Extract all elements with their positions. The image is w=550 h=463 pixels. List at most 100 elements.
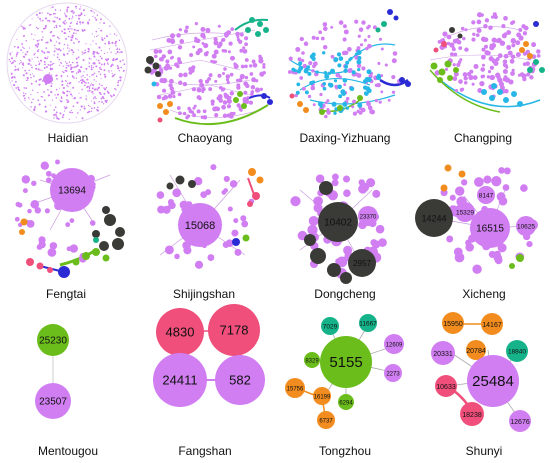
network-node [53,117,55,119]
network-node [37,27,39,30]
network-node [109,25,111,27]
network-node [79,109,81,111]
network-node [41,80,44,82]
network-node [58,42,61,45]
network-node [236,37,241,42]
network-node [105,35,109,38]
network-node [55,74,57,77]
network-node [327,71,331,75]
panel-label-haidian: Haidian [48,131,89,145]
network-node [43,51,46,54]
network-node [473,63,479,70]
node-18238 [460,402,484,426]
network-node [51,14,53,16]
network-node [342,37,347,42]
network-node [111,41,114,44]
network-node [338,20,344,25]
network-node [456,38,460,42]
network-node [100,93,102,96]
network-node [168,83,173,88]
network-node [26,76,29,79]
network-node [341,50,347,56]
network-node [306,65,311,69]
network-node [69,111,71,114]
network-node [322,44,328,50]
network-node [343,29,349,35]
network-node [229,91,235,96]
node-10633 [435,375,457,397]
node-20784 [466,340,486,360]
network-node [313,196,323,207]
panel-label-chaoyang: Chaoyang [178,131,233,145]
network-node [251,59,256,64]
network-node [243,90,248,95]
network-node [200,191,208,199]
network-node [100,84,102,86]
network-node [45,47,48,49]
network-node [103,52,106,55]
network-node [162,205,171,214]
node-label-2957: 2957 [353,259,371,268]
dongcheng-network: 23370 10402 2957 [290,173,387,284]
network-node [338,56,344,61]
network-node [336,52,342,57]
network-node [122,70,125,72]
network-node [49,38,52,41]
network-node [307,224,318,236]
network-node [356,109,360,114]
network-node [11,51,13,53]
network-node [60,100,63,103]
network-node [83,81,86,83]
network-node [110,95,113,98]
network-node [204,79,210,84]
network-node [319,92,323,97]
network-node [491,42,497,49]
network-node [94,17,96,19]
network-node [345,96,350,101]
node-12676 [509,410,531,432]
network-node [367,24,371,28]
network-node [88,19,91,21]
network-node [91,107,93,110]
network-node [71,18,73,20]
network-node [227,50,231,54]
network-node [90,82,92,84]
network-node [98,28,100,29]
network-node [324,101,328,105]
network-node [97,34,99,36]
network-node [170,90,176,95]
network-node [95,97,97,100]
network-node [118,39,121,42]
network-node [36,56,39,59]
network-node [489,65,495,70]
network-node [515,40,521,46]
network-node [27,96,30,99]
network-node [83,71,85,73]
network-node [112,74,115,77]
network-node [54,9,57,11]
network-node [96,51,99,54]
network-node [14,65,17,68]
network-node [64,61,67,63]
network-node [252,62,258,68]
network-node [40,161,49,170]
network-node [23,47,25,50]
network-node [11,80,13,82]
network-node [39,69,41,71]
network-node [483,175,492,184]
network-node [109,33,111,35]
network-node [221,88,224,92]
network-node [69,64,72,66]
network-node [52,34,55,37]
node-label-2273: 2273 [386,372,400,378]
network-node [324,74,330,79]
network-node [64,14,67,16]
network-node [518,28,523,32]
network-node [60,97,63,100]
network-node [72,54,74,56]
network-node [88,87,91,90]
network-node [65,15,68,17]
network-node [71,61,74,64]
network-node [358,27,364,32]
network-node [87,47,90,50]
